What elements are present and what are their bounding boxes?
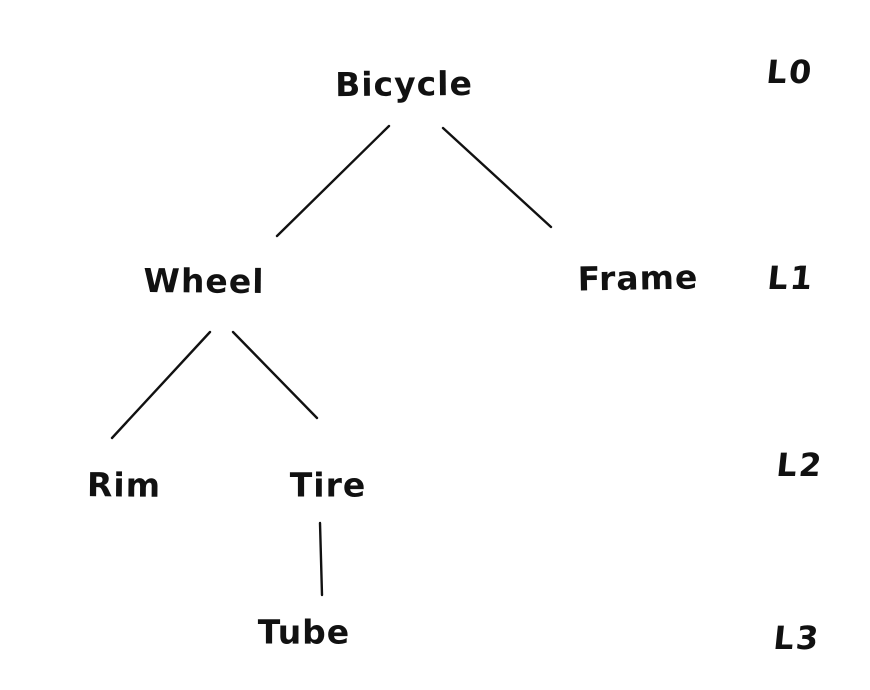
- level-label-l3: L3: [771, 619, 823, 657]
- node-wheel: Wheel: [143, 260, 265, 302]
- level-label-l2: L2: [774, 446, 826, 484]
- level-label-l1: L1: [765, 259, 817, 297]
- level-label-l0: L0: [764, 53, 816, 91]
- edge-wheel-tire: [231, 330, 319, 420]
- edge-tire-tube: [318, 521, 324, 597]
- node-tube: Tube: [257, 612, 351, 652]
- edge-bicycle-frame: [441, 126, 553, 229]
- node-bicycle: Bicycle: [334, 63, 474, 105]
- node-tire: Tire: [289, 465, 367, 505]
- edge-wheel-rim: [110, 330, 212, 440]
- node-rim: Rim: [86, 465, 162, 505]
- node-frame: Frame: [577, 257, 699, 299]
- edge-bicycle-wheel: [275, 124, 391, 238]
